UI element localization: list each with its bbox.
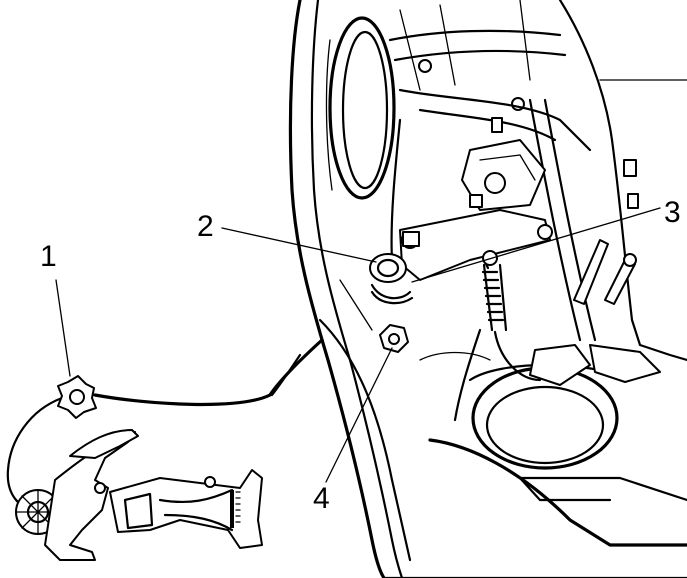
leader-3 xyxy=(411,207,661,283)
callout-1: 1 xyxy=(40,240,57,273)
cable-drum-housing xyxy=(419,344,661,470)
leader-1 xyxy=(55,279,71,377)
callout-leaders xyxy=(55,207,661,483)
leader-2 xyxy=(221,227,377,263)
callout-3: 3 xyxy=(664,196,681,229)
part-2-grommet xyxy=(369,253,414,305)
window-regulator-mechanism xyxy=(390,88,637,422)
leader-4 xyxy=(325,347,393,483)
part-1-motor-assembly xyxy=(6,338,324,561)
callout-4: 4 xyxy=(313,482,330,515)
speaker-opening xyxy=(325,16,396,200)
part-4-nut xyxy=(379,324,409,353)
door-inner-panel xyxy=(288,0,687,578)
callout-2: 2 xyxy=(197,210,214,243)
